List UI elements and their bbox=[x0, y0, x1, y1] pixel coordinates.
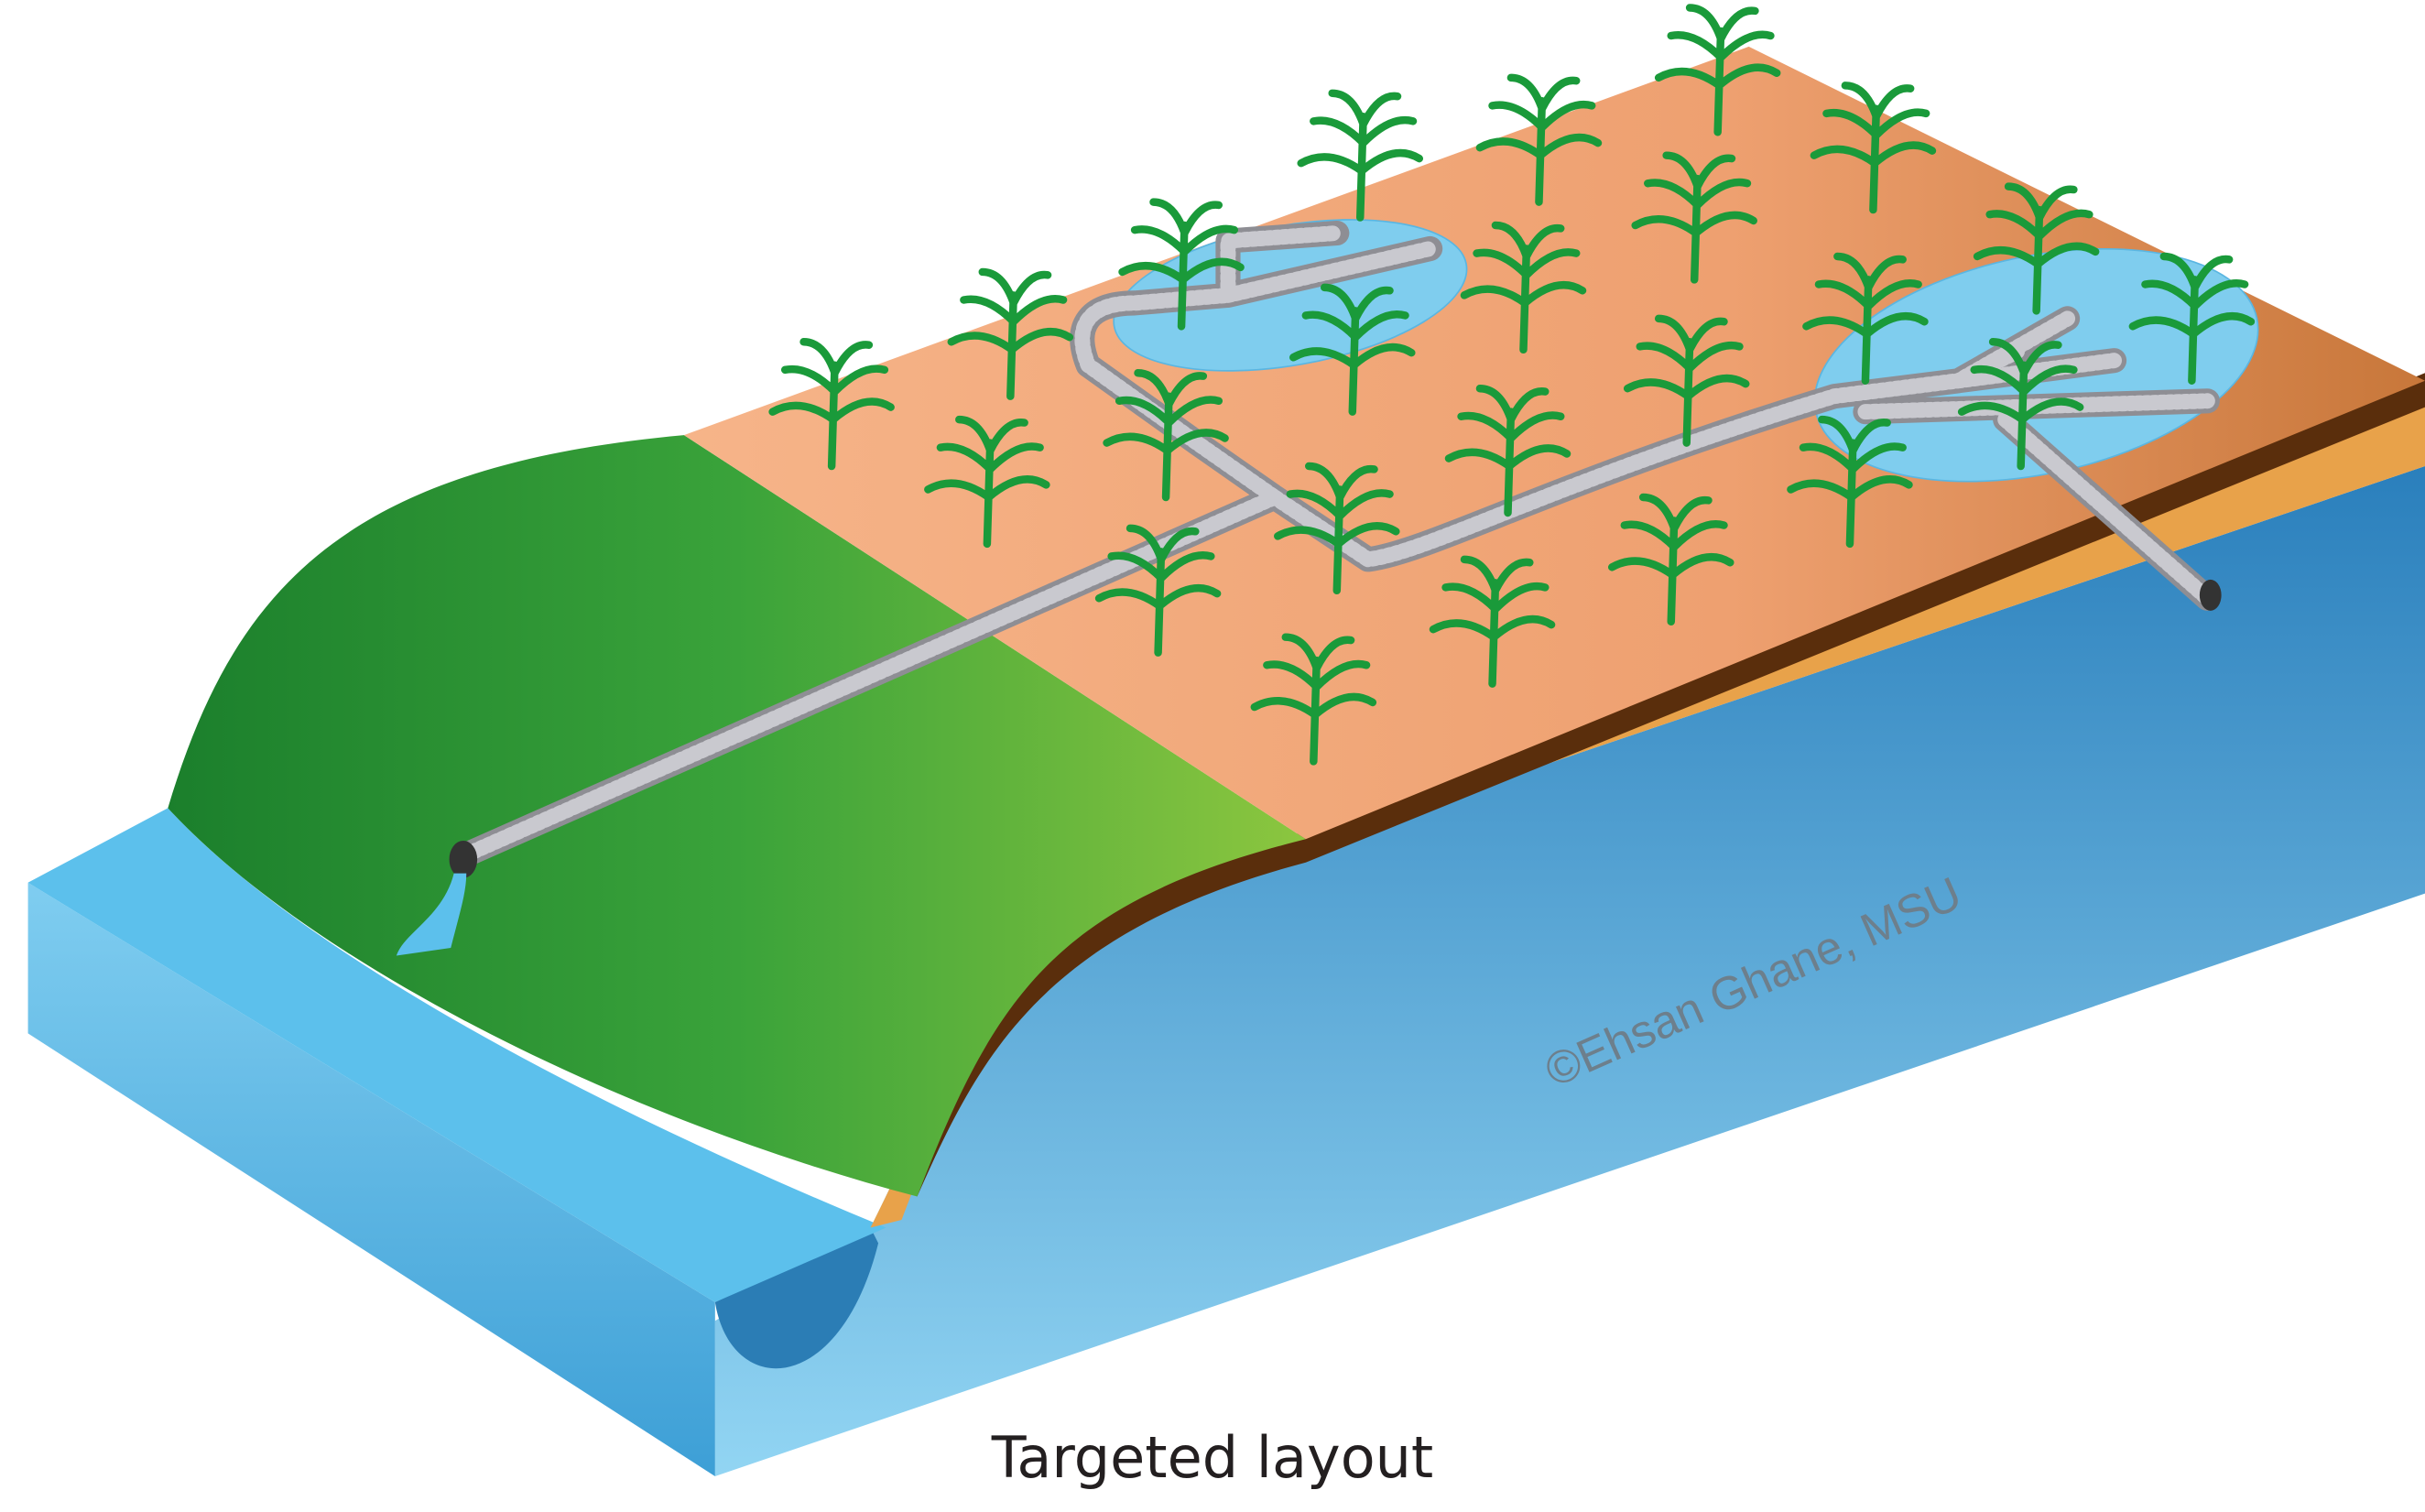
corn-plant-icon bbox=[1460, 221, 1587, 354]
corn-plant-icon bbox=[2128, 252, 2256, 385]
corn-plant-icon bbox=[1631, 151, 1757, 284]
corn-plant-icon bbox=[1475, 73, 1603, 206]
channel-bottom bbox=[714, 1227, 879, 1369]
pipe-outlet-icon bbox=[449, 840, 478, 878]
corn-plant-icon bbox=[1654, 4, 1781, 136]
corn-plant-icon bbox=[768, 338, 895, 471]
corn-plant-icon bbox=[1787, 415, 1913, 549]
corn-plant-icon bbox=[1444, 384, 1571, 517]
pipe-end-icon bbox=[2199, 579, 2222, 611]
corn-plant-icon bbox=[1607, 493, 1734, 625]
corn-plant-icon bbox=[1118, 198, 1245, 331]
corn-plant-icon bbox=[1429, 555, 1556, 688]
corn-plant-icon bbox=[1810, 82, 1937, 214]
corn-plant-icon bbox=[1297, 89, 1424, 222]
corn-plant-icon bbox=[1802, 252, 1929, 385]
corn-plant-icon bbox=[924, 415, 1050, 549]
corn-plant-icon bbox=[1103, 368, 1229, 502]
soil-edge bbox=[894, 373, 2425, 1197]
corn-plant-icon bbox=[1623, 314, 1750, 447]
corn-plants bbox=[768, 4, 2256, 766]
channel-water-surface bbox=[27, 808, 886, 1302]
corn-plant-icon bbox=[947, 267, 1074, 400]
corn-plant-icon bbox=[1274, 462, 1400, 595]
outlet-water bbox=[396, 873, 467, 956]
channel-block-front bbox=[27, 882, 715, 1476]
corn-plant-icon bbox=[1289, 283, 1416, 416]
corn-plant-icon bbox=[1094, 524, 1222, 657]
corn-plant-icon bbox=[1973, 182, 2100, 315]
corn-plant-icon bbox=[1957, 338, 2084, 471]
crop-field bbox=[683, 46, 2425, 840]
soil-layer bbox=[870, 388, 2425, 1228]
corn-plant-icon bbox=[1250, 633, 1377, 766]
grass-buffer bbox=[168, 435, 1306, 1197]
caption: Targeted layout bbox=[991, 1424, 1434, 1491]
groundwater-face bbox=[714, 466, 2425, 1476]
